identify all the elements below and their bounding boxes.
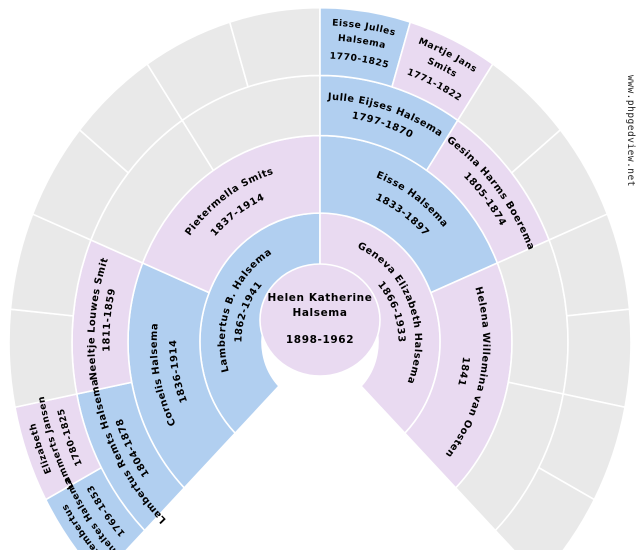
center-person-name: Halsema: [292, 307, 347, 319]
fan-cell-empty: [494, 466, 596, 550]
center-person-name: Helen Katherine: [268, 292, 373, 304]
center-person-disc[interactable]: [259, 263, 381, 377]
fan-cell-empty: [562, 308, 632, 409]
phpgedview-watermark: www.phpgedview.net: [625, 75, 636, 187]
fan-cell-empty: [8, 308, 78, 409]
center-person-dates: 1898-1962: [286, 334, 354, 346]
